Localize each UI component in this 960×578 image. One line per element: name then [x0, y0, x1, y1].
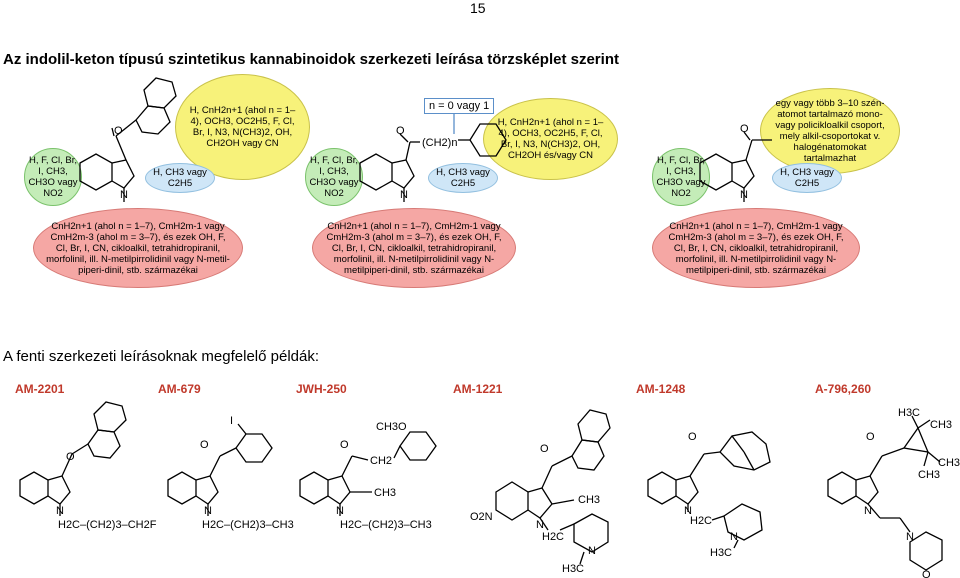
am679-chain-label: H2C–(CH2)3–CH3	[202, 519, 294, 531]
formula1-yellow-text: H, CnH2n+1 (ahol n = 1–4), OCH3, OC2H5, …	[189, 105, 296, 149]
a796260-ch3-top-label: CH3	[930, 419, 952, 431]
example-name-am1221: AM-1221	[453, 382, 503, 396]
formula3-green-text: H, F, Cl, Br, I, CH3, CH3O vagy NO2	[656, 155, 706, 199]
am1248-o-label: O	[688, 431, 697, 443]
formula1-o-label: O	[114, 125, 123, 137]
am1221-h2c-label: H2C	[542, 531, 564, 543]
am1221-ring-n-label: N	[588, 545, 596, 557]
formula2-blue-text: H, CH3 vagy C2H5	[436, 167, 490, 189]
jwh250-ch3o-label: CH3O	[376, 421, 407, 433]
formula2-yellow-substituents: H, CnH2n+1 (ahol n = 1–4), OCH3, OC2H5, …	[483, 98, 618, 180]
formula3-n-label: N	[740, 189, 748, 201]
formula2-red-text: CnH2n+1 (ahol n = 1–7), CmH2m-1 vagy CmH…	[326, 220, 502, 276]
example-name-am2201: AM-2201	[15, 382, 65, 396]
jwh250-o-label: O	[340, 439, 349, 451]
am1221-o-label: O	[540, 443, 549, 455]
am1221-structure	[495, 409, 611, 565]
formula1-red-substituents: CnH2n+1 (ahol n = 1–7), CmH2m-1 vagy CmH…	[33, 208, 243, 288]
formula1-blue-substituents: H, CH3 vagy C2H5	[145, 163, 215, 193]
example-name-a796260: A-796,260	[815, 382, 872, 396]
formula1-n-label: N	[120, 189, 128, 201]
formula3-o-label: O	[740, 123, 749, 135]
jwh250-structure	[299, 431, 437, 516]
a796260-structure	[827, 415, 943, 571]
formula2-green-substituents: H, F, Cl, Br, I, CH3, CH3O vagy NO2	[305, 148, 363, 206]
formula1-blue-text: H, CH3 vagy C2H5	[153, 167, 207, 189]
am1248-h2c-label: H2C	[690, 515, 712, 527]
jwh250-ch3-label: CH3	[374, 487, 396, 499]
am1221-n-label: N	[536, 519, 544, 531]
page-title: Az indolil-keton típusú szintetikus kann…	[3, 51, 619, 68]
formula2-red-substituents: CnH2n+1 (ahol n = 1–7), CmH2m-1 vagy CmH…	[312, 208, 516, 288]
formula3-red-substituents: CnH2n+1 (ahol n = 1–7), CmH2m-1 vagy CmH…	[652, 208, 860, 288]
am1248-n-label: N	[684, 505, 692, 517]
formula1-green-text: H, F, Cl, Br, I, CH3, CH3O vagy NO2	[28, 155, 78, 199]
formula3-red-text: CnH2n+1 (ahol n = 1–7), CmH2m-1 vagy CmH…	[668, 220, 844, 276]
formula3-yellow-text: egy vagy több 3–10 szén-atomot tartalmaz…	[775, 98, 885, 164]
formula3-green-substituents: H, F, Cl, Br, I, CH3, CH3O vagy NO2	[652, 148, 710, 206]
formula2-ch2n-label: (CH2)n	[422, 137, 457, 149]
formula3-blue-text: H, CH3 vagy C2H5	[780, 167, 834, 189]
am2201-chain-label: H2C–(CH2)3–CH2F	[58, 519, 157, 531]
a796260-o-label: O	[866, 431, 875, 443]
formula2-n-label: n = 0 vagy 1	[424, 98, 495, 114]
formula3-blue-substituents: H, CH3 vagy C2H5	[772, 163, 842, 193]
a796260-n-label: N	[864, 505, 872, 517]
a796260-morph-o-label: O	[922, 569, 931, 578]
formula2-o-label: O	[396, 125, 405, 137]
formula2-green-text: H, F, Cl, Br, I, CH3, CH3O vagy NO2	[309, 155, 359, 199]
example-name-am1248: AM-1248	[636, 382, 686, 396]
am1221-h3c-label: H3C	[562, 563, 584, 575]
am1221-ch3-label: CH3	[578, 494, 600, 506]
a796260-h3c-label: H3C	[898, 407, 920, 419]
a796260-ch3-right-label: CH3	[938, 457, 960, 469]
formula2-yellow-text: H, CnH2n+1 (ahol n = 1–4), OCH3, OC2H5, …	[497, 117, 604, 161]
formula1-yellow-substituents: H, CnH2n+1 (ahol n = 1–4), OCH3, OC2H5, …	[175, 74, 310, 180]
formula2-n-label: N	[400, 189, 408, 201]
a796260-ch3-bottom-label: CH3	[918, 469, 940, 481]
jwh250-chain-label: H2C–(CH2)3–CH3	[340, 519, 432, 531]
am1248-ring-n-label: N	[730, 531, 738, 543]
am1248-structure	[647, 431, 771, 549]
am679-iodine-label: I	[230, 415, 233, 427]
example-name-am679: AM-679	[158, 382, 201, 396]
formula1-red-text: CnH2n+1 (ahol n = 1–7), CmH2m-1 vagy CmH…	[46, 220, 230, 276]
formula3-yellow-substituents: egy vagy több 3–10 szén-atomot tartalmaz…	[760, 88, 900, 174]
am2201-n-label: N	[56, 505, 64, 517]
jwh250-n-label: N	[336, 505, 344, 517]
am1221-o2n-label: O2N	[470, 511, 493, 523]
formula2-blue-substituents: H, CH3 vagy C2H5	[428, 163, 498, 193]
examples-heading: A fenti szerkezeti leírásoknak megfelelő…	[3, 348, 320, 365]
am1248-h3c-label: H3C	[710, 547, 732, 559]
jwh250-ch2-label: CH2	[370, 455, 392, 467]
am679-o-label: O	[200, 439, 209, 451]
a796260-morph-n-label: N	[906, 531, 914, 543]
am679-structure	[167, 423, 273, 516]
page-number: 15	[470, 0, 486, 16]
am2201-o-label: O	[66, 451, 75, 463]
example-name-jwh250: JWH-250	[296, 382, 347, 396]
am2201-structure	[19, 401, 127, 516]
formula1-green-substituents: H, F, Cl, Br, I, CH3, CH3O vagy NO2	[24, 148, 82, 206]
formula3-indole-structure	[699, 131, 772, 202]
formula2-n-text: n = 0 vagy 1	[429, 100, 490, 112]
am679-n-label: N	[204, 505, 212, 517]
